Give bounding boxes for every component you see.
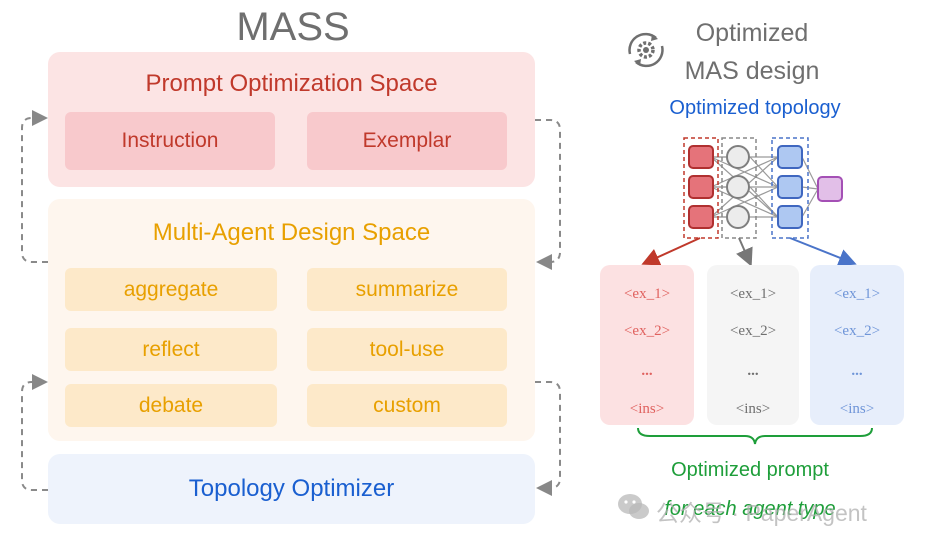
reflect-chip: reflect [65, 328, 277, 371]
card1-ins: <ins> [629, 400, 665, 417]
custom-chip: custom [307, 384, 507, 427]
card2-dots: ... [747, 362, 759, 379]
purple-output-node [817, 176, 843, 202]
topology-network [641, 137, 857, 267]
prompt-optimization-space-title: Prompt Optimization Space [145, 70, 438, 97]
gray-agent-node [726, 145, 750, 169]
optimized-topology-label: Optimized topology [669, 96, 841, 119]
card2-ex1: <ex_1> [729, 285, 777, 302]
red-agent-node [688, 205, 714, 229]
optimized-prompt-label: Optimized prompt [671, 458, 829, 481]
card1-dots: ... [641, 362, 653, 379]
multi-agent-design-space-title: Multi-Agent Design Space [152, 219, 431, 246]
red-agent-prompt-card [600, 265, 694, 425]
card2-ins: <ins> [735, 400, 771, 417]
tool-use-chip: tool-use [307, 328, 507, 371]
optimize-gear-icon [628, 32, 664, 68]
topology-optimizer-panel [48, 454, 535, 524]
summarize-chip: summarize [307, 268, 507, 311]
red-agent-node [688, 145, 714, 169]
diagram-title: MASS [236, 4, 350, 49]
instruction-chip: Instruction [65, 112, 275, 170]
red-agent-node [688, 175, 714, 199]
gray-agent-node [726, 175, 750, 199]
aggregate-chip: aggregate [65, 268, 277, 311]
red-agent-group [683, 137, 719, 239]
card3-dots: ... [851, 362, 863, 379]
debate-chip: debate [65, 384, 277, 427]
blue-agent-prompt-card [810, 265, 904, 425]
blue-agent-node [777, 175, 803, 199]
card3-ex2: <ex_2> [833, 322, 881, 339]
gray-agent-node [726, 205, 750, 229]
blue-agent-node [777, 205, 803, 229]
topology-optimizer-title: Topology Optimizer [188, 475, 395, 502]
optimized-header-line2: MAS design [684, 56, 820, 85]
optimized-prompt-sublabel: for each agent type [664, 497, 836, 520]
watermark-text: 公众号 · PaperAgent [656, 500, 867, 526]
red-arrow [641, 237, 701, 266]
optimized-header-line1: Optimized [695, 18, 809, 47]
blue-agent-node [777, 145, 803, 169]
loop-arrow-right-top [535, 119, 561, 270]
card1-ex2: <ex_2> [623, 322, 671, 339]
loop-arrow-right-bottom [535, 381, 561, 496]
prompt-brace [637, 427, 873, 445]
loop-arrow-left-top [21, 110, 48, 263]
card3-ex1: <ex_1> [833, 285, 881, 302]
card2-ex2: <ex_2> [729, 322, 777, 339]
blue-arrow [789, 237, 857, 267]
card3-ins: <ins> [839, 400, 875, 417]
wechat-icon [618, 494, 649, 519]
loop-arrow-left-bottom [21, 374, 48, 491]
gray-arrow [736, 237, 753, 267]
exemplar-chip: Exemplar [307, 112, 507, 170]
gray-agent-prompt-card [707, 265, 799, 425]
card1-ex1: <ex_1> [623, 285, 671, 302]
